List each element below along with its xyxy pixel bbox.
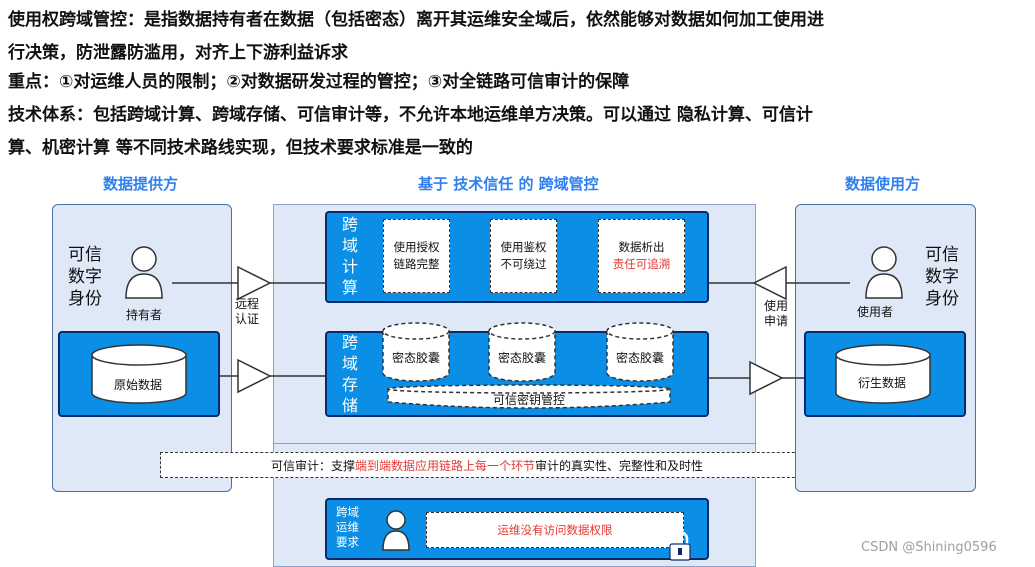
apply-label: 使用 申请 bbox=[764, 299, 788, 329]
capsule-2-cylinder-icon bbox=[488, 322, 556, 382]
derived-data-label: 衍生数据 bbox=[858, 376, 907, 390]
remote-auth-label-1: 远程 bbox=[235, 297, 260, 311]
compute-trace-box: 数据析出责任可追溯 bbox=[598, 219, 685, 293]
key-management-label: 可信密钥管控 bbox=[492, 393, 565, 407]
capsule-1-cylinder-icon bbox=[382, 322, 450, 382]
apply-label-2: 申请 bbox=[764, 314, 789, 328]
capsule-2: 密态胶囊 bbox=[488, 321, 556, 383]
intro-line-4: 技术体系：包括跨域计算、跨域存储、可信审计等，不允许本地运维单方决策。可以通过 … bbox=[8, 105, 813, 125]
provider-identity-2: 数字 bbox=[68, 267, 102, 287]
remote-auth-label-2: 认证 bbox=[235, 312, 260, 326]
ops-title-2: 运维 bbox=[336, 520, 359, 534]
compute-auth-box: 使用授权链路完整 bbox=[383, 219, 450, 293]
intro-line-1: 使用权跨域管控：是指数据持有者在数据（包括密态）离开其运维安全域后，依然能够对数… bbox=[8, 10, 824, 30]
watermark: CSDN @Shining0596 bbox=[861, 540, 997, 555]
raw-data-cylinder-icon bbox=[91, 344, 187, 404]
ops-title: 跨域 运维 要求 bbox=[336, 505, 370, 550]
ops-title-1: 跨域 bbox=[336, 505, 359, 519]
user-person-icon bbox=[865, 246, 903, 299]
intro-line-2: 行决策，防泄露防滥用，对齐上下游利益诉求 bbox=[8, 43, 348, 63]
apply-label-1: 使用 bbox=[764, 299, 789, 313]
apply-arrow-icon bbox=[752, 265, 787, 301]
capsule-3-label: 密态胶囊 bbox=[615, 351, 664, 365]
raw-data-label: 原始数据 bbox=[114, 378, 163, 392]
remote-auth-arrow-icon bbox=[237, 265, 272, 301]
intro-line-3: 重点：①对运维人员的限制；②对数据研发过程的管控；③对全链路可信审计的保障 bbox=[8, 72, 630, 92]
ops-no-access-label: 运维没有访问数据权限 bbox=[497, 522, 613, 537]
capsule-1: 密态胶囊 bbox=[382, 321, 450, 383]
ops-no-access-box: 运维没有访问数据权限 bbox=[426, 512, 684, 548]
storage-title-2: 域 bbox=[341, 354, 358, 373]
compute-title-3: 计 bbox=[341, 257, 358, 276]
compute-auth-line-1: 使用授权 bbox=[393, 240, 440, 254]
header-center: 基于 技术信任 的 跨域管控 bbox=[418, 175, 599, 193]
header-user: 数据使用方 bbox=[845, 175, 921, 193]
compute-trace-line-2: 责任可追溯 bbox=[612, 257, 671, 271]
holder-label: 持有者 bbox=[126, 308, 163, 322]
center-divider bbox=[273, 443, 756, 444]
user-identity-3: 身份 bbox=[925, 289, 959, 309]
provider-identity-1: 可信 bbox=[68, 245, 102, 265]
storage-title: 跨 域 存 储 bbox=[340, 332, 360, 416]
intro-text: 使用权跨域管控：是指数据持有者在数据（包括密态）离开其运维安全域后，依然能够对数… bbox=[8, 6, 1030, 166]
compute-verify-line-1: 使用鉴权 bbox=[500, 240, 547, 254]
key-management-bar: 可信密钥管控 bbox=[384, 384, 674, 410]
audit-prefix: 可信审计：支撑 bbox=[271, 458, 356, 473]
compute-verify-line-2: 不可绕过 bbox=[500, 257, 547, 271]
raw-data-arrow-icon bbox=[237, 358, 272, 394]
compute-verify-box: 使用鉴权不可绕过 bbox=[490, 219, 557, 293]
storage-title-4: 储 bbox=[341, 396, 358, 415]
ops-person-icon bbox=[382, 510, 410, 551]
user-label: 使用者 bbox=[857, 305, 894, 319]
capsule-2-label: 密态胶囊 bbox=[497, 351, 546, 365]
compute-title-2: 域 bbox=[341, 236, 358, 255]
storage-title-3: 存 bbox=[341, 375, 358, 394]
ops-title-3: 要求 bbox=[336, 535, 359, 549]
provider-identity-label: 可信 数字 身份 bbox=[68, 244, 108, 310]
header-provider: 数据提供方 bbox=[103, 175, 179, 193]
holder-person-icon bbox=[125, 246, 163, 299]
derived-arrow-icon bbox=[749, 360, 784, 396]
remote-auth-label: 远程 认证 bbox=[235, 297, 259, 327]
provider-identity-3: 身份 bbox=[68, 289, 102, 309]
capsule-3: 密态胶囊 bbox=[606, 321, 674, 383]
capsule-3-cylinder-icon bbox=[606, 322, 674, 382]
user-identity-2: 数字 bbox=[925, 267, 959, 287]
compute-title-4: 算 bbox=[341, 278, 358, 297]
compute-auth-line-2: 链路完整 bbox=[393, 257, 440, 271]
capsule-1-label: 密态胶囊 bbox=[391, 351, 440, 365]
compute-title: 跨 域 计 算 bbox=[340, 214, 360, 298]
derived-data-cylinder-icon bbox=[835, 344, 931, 404]
intro-line-5: 算、机密计算 等不同技术路线实现，但技术要求标准是一致的 bbox=[8, 138, 473, 158]
audit-suffix: 审计的真实性、完整性和及时性 bbox=[535, 458, 704, 473]
compute-trace-line-1: 数据析出 bbox=[618, 240, 665, 254]
user-identity-label: 可信 数字 身份 bbox=[925, 244, 965, 310]
trusted-audit-bar: 可信审计：支撑端到端数据应用链路上每一个环节审计的真实性、完整性和及时性 bbox=[160, 452, 845, 478]
audit-highlight: 端到端数据应用链路上每一个环节 bbox=[355, 458, 536, 473]
user-identity-1: 可信 bbox=[925, 245, 959, 265]
lock-icon bbox=[669, 530, 691, 561]
storage-title-1: 跨 bbox=[341, 333, 358, 352]
key-management-cylinder-icon bbox=[387, 384, 671, 409]
compute-title-1: 跨 bbox=[341, 215, 358, 234]
